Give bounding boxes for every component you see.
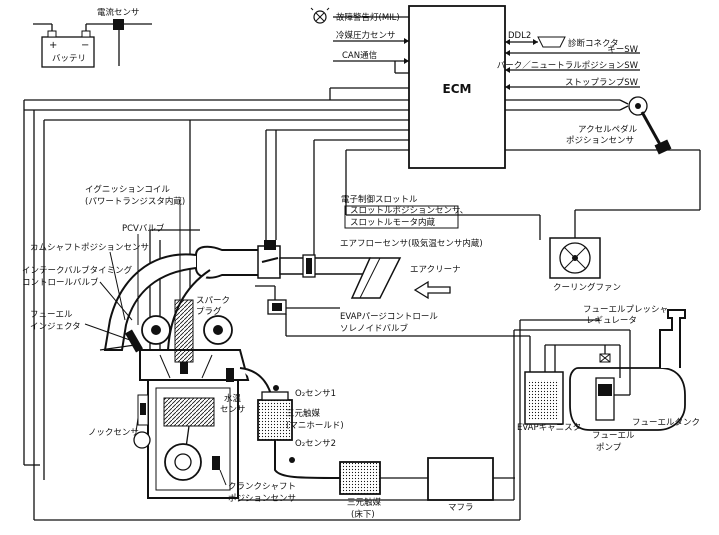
throttle-label-1: 電子制御スロットル [341,194,418,205]
current-sensor [33,19,152,66]
fuel-regulator-label-2: レギュレータ [586,316,637,326]
fuel-system [513,309,686,431]
accel-pedal-label-1: アクセルペダル [578,124,638,135]
cam-sensor-label: カムシャフトポジションセンサ [30,243,149,253]
ddl2-label: DDL2 [508,31,531,41]
left-wiring [23,87,600,521]
injector-label-2: インジェクタ [30,322,81,332]
throttle-label-2: スロットルポジションセンサ、 [350,206,468,216]
spark-plug-label-1: スパーク [196,296,230,306]
mil-lamp [310,7,330,24]
water-temp-label-2: センサ [220,405,246,415]
catalyst1-label-2: (マニホールド) [286,421,344,431]
svg-text:−: − [81,40,89,51]
catalyst2-label-2: (床下) [351,509,375,520]
cooling-fan-label: クーリングファン [553,282,621,293]
engine [133,299,250,499]
fuel-feed-line [238,350,515,501]
fuel-pump-label-1: フューエル [592,431,635,441]
crank-sensor-label-2: ポジションセンサ [228,494,296,504]
fuel-regulator-label-1: フューエルプレッシャ [583,305,668,315]
svg-text:+: + [49,40,57,51]
ignition-coil-label-1: イグニッションコイル [85,184,170,195]
pcv-valve-label: PCVバルブ [122,223,165,234]
refrigerant-sensor-label: 冷媒圧力センサ [336,30,396,41]
diag-connector-label: 診断コネクタ [568,38,619,49]
mil-label: 故障警告灯(MIL) [336,12,400,23]
o2-sensor1-label: O₂センサ1 [295,389,336,399]
park-neutral-sw-label: パーク／ニュートラルポジションSW [497,61,639,71]
accel-pedal-label-2: ポジションセンサ [566,136,634,146]
fuel-injector [99,329,143,353]
crank-sensor-label-1: クランクシャフト [228,482,296,492]
ecm-label: ECM [443,82,472,96]
air-cleaner-label: エアクリーナ [410,265,461,275]
catalyst1-label-1: 三元触媒 [286,408,321,419]
left-labels: イグニッションコイル (パワートランジスタ内蔵) PCVバルブ カムシャフトポジ… [22,184,296,504]
throttle-label-3: スロットルモータ内蔵 [350,217,436,228]
fuel-pump-label-2: ポンプ [596,443,622,453]
injector-label-1: フューエル [30,310,73,320]
catalyst2-label-1: 三元触媒 [347,497,382,508]
accel-pedal [628,96,672,155]
fuel-tank-label: フューエルタンク [632,418,700,428]
airflow-sensor-label: エアフローセンサ(吸気温センサ内蔵) [340,238,483,249]
o2-sensor2-label: O₂センサ2 [295,439,336,449]
spark-plug-label-2: プラグ [196,306,222,317]
throttle-bracket [344,205,459,229]
knock-sensor-label: ノックセンサ [88,428,139,438]
evap-purge-solenoid [255,285,531,372]
ecm-left-signals [24,16,409,151]
evap-purge-label-1: EVAPパージコントロール [340,312,438,322]
water-temp-label-1: 水温 [224,393,242,404]
cooling-fan [549,237,601,279]
current-sensor-label: 電流センサ [97,7,140,18]
ignition-coil-label-2: (パワートランジスタ内蔵) [85,196,185,207]
can-label: CAN通信 [342,50,378,61]
evap-purge-label-2: ソレノイドバルブ [340,323,409,334]
ecm-unit: ECM [408,5,506,169]
muffler-label: マフラ [448,503,474,513]
battery: + − [41,30,95,68]
exhaust-system [239,367,515,501]
intake-vvt-label-1: インテークバルブタイミング [22,265,133,276]
battery-label: バッテリ [52,54,86,64]
evap-canister-label: EVAPキャニスタ [517,423,581,433]
key-sw-label: キーSW [607,45,638,55]
intake-vvt-label-2: コントロールバルブ [22,277,99,288]
stop-lamp-sw-label: ストップランプSW [565,78,639,88]
